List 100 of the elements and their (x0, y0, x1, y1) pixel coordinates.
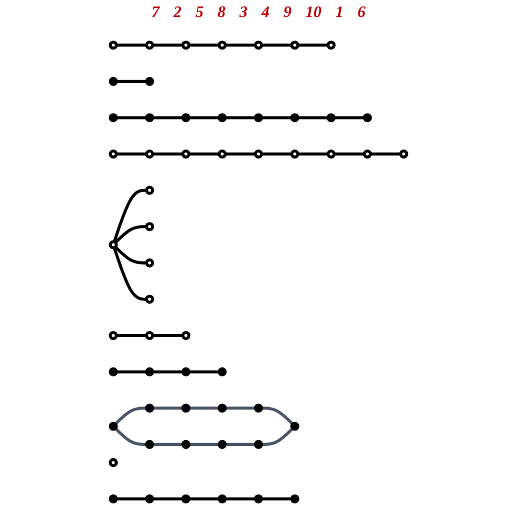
node-circle (181, 149, 190, 159)
connector (116, 152, 147, 156)
node-circle (181, 367, 190, 376)
connector (116, 497, 147, 500)
node-circle (145, 186, 154, 195)
connector (116, 116, 147, 120)
node-circle (108, 422, 118, 431)
node-circle (108, 76, 118, 86)
node-circle (399, 149, 408, 159)
node-circle (145, 40, 154, 50)
connector (152, 370, 183, 374)
connector (370, 152, 401, 156)
callout-number: 4 (262, 4, 270, 23)
node-circle (108, 330, 118, 340)
connector (298, 44, 328, 47)
callout-number: 1 (336, 4, 344, 23)
node-circle (108, 458, 118, 468)
node-circle (181, 113, 190, 122)
connector (152, 406, 183, 410)
connector (112, 247, 147, 301)
node-circle (145, 258, 154, 268)
node-circle (362, 149, 372, 159)
node-circle (290, 113, 300, 122)
callout-number: 8 (218, 4, 226, 23)
connector (152, 497, 183, 500)
connector (225, 497, 256, 500)
node-circle (145, 367, 154, 376)
connector (152, 334, 183, 338)
node-circle (254, 440, 264, 449)
node-circle (108, 113, 118, 122)
node-circle (362, 113, 372, 122)
connector (298, 152, 328, 156)
node-circle (254, 40, 264, 50)
connector (188, 44, 220, 47)
node-circle (254, 149, 264, 159)
callout-number: 9 (284, 4, 292, 23)
node-circle (145, 149, 154, 159)
node-circle (145, 440, 154, 449)
connector (114, 427, 147, 446)
connector (188, 406, 220, 410)
connector (334, 116, 364, 120)
connector (262, 497, 292, 500)
node-circle (290, 422, 300, 431)
node-circle (145, 404, 154, 413)
node-circle (181, 330, 190, 340)
connector (152, 116, 183, 120)
node-circle (290, 494, 300, 504)
node-circle (218, 404, 227, 413)
connector (112, 188, 147, 242)
connector (262, 44, 292, 47)
callout-number: 10 (306, 4, 322, 23)
node-circle (218, 494, 227, 504)
connector (262, 427, 294, 446)
node-circle (218, 367, 227, 376)
connector (188, 442, 220, 446)
connector (188, 152, 220, 156)
node-circle (108, 149, 118, 159)
node-circle (218, 40, 227, 50)
connector (152, 152, 183, 156)
node-circle (326, 40, 336, 50)
connector (188, 370, 220, 374)
connector (152, 442, 183, 446)
node-circle (145, 494, 154, 504)
connector (188, 497, 220, 500)
node-circle (254, 494, 264, 504)
node-circle (181, 40, 190, 50)
node-circle (108, 494, 118, 504)
node-circle (254, 404, 264, 413)
node-circle (145, 294, 154, 304)
node-circle (145, 76, 154, 86)
node-circle (145, 330, 154, 340)
connector (116, 334, 147, 338)
node-circle (290, 40, 300, 50)
connector (114, 406, 147, 426)
node-circle (108, 240, 118, 250)
connector (114, 225, 147, 244)
node-circle (218, 440, 227, 449)
node-circle (108, 367, 118, 376)
node-circle (218, 113, 227, 122)
callout-number: 3 (240, 4, 248, 23)
node-circle (218, 149, 227, 159)
connector (225, 406, 256, 410)
node-circle (290, 149, 300, 159)
connector (116, 80, 147, 83)
node-circle (181, 404, 190, 413)
connector (225, 44, 256, 47)
connector (262, 406, 294, 426)
connector (188, 116, 220, 120)
node-circle (145, 113, 154, 122)
callout-number: 2 (174, 4, 182, 23)
callout-number: 6 (358, 4, 366, 23)
node-circle (326, 113, 336, 122)
connector (225, 116, 256, 120)
node-circle (326, 149, 336, 159)
connector (152, 44, 183, 47)
node-circle (108, 40, 118, 50)
callout-number: 5 (196, 4, 204, 23)
connector (116, 44, 147, 47)
connector (225, 152, 256, 156)
connector (298, 116, 328, 120)
